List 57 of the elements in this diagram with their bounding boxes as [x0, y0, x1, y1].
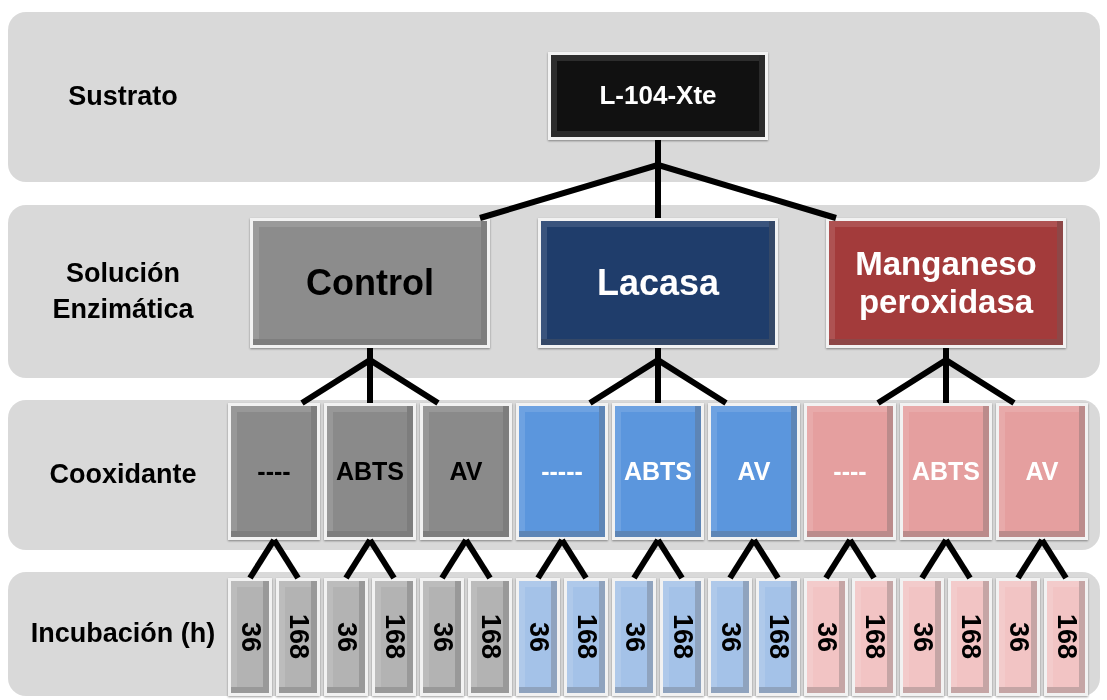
row-label: Cooxidante — [48, 458, 198, 492]
connector-line — [559, 538, 589, 580]
row-band — [8, 12, 1100, 182]
connector-line — [343, 538, 373, 580]
connector-line — [439, 538, 469, 580]
incubation-box: 36 — [612, 578, 656, 696]
incubation-box: 168 — [372, 578, 416, 696]
cooxidant-box: ABTS — [324, 403, 416, 540]
row-label: Incubación (h) — [29, 617, 217, 651]
cooxidant-box: AV — [420, 403, 512, 540]
connector-line — [1039, 538, 1069, 580]
connector-line — [463, 538, 493, 580]
incubation-box: 168 — [756, 578, 800, 696]
cooxidant-box: ---- — [804, 403, 896, 540]
incubation-box: 168 — [468, 578, 512, 696]
incubation-box: 168 — [276, 578, 320, 696]
row-band — [8, 205, 1100, 378]
incubation-box: 36 — [420, 578, 464, 696]
incubation-box: 168 — [948, 578, 992, 696]
enzyme-box: Manganeso peroxidasa — [826, 218, 1066, 348]
connector-line — [631, 538, 661, 580]
incubation-box: 168 — [1044, 578, 1088, 696]
incubation-box: 36 — [516, 578, 560, 696]
row-label: Solución Enzimática — [51, 257, 195, 326]
incubation-box: 36 — [708, 578, 752, 696]
cooxidant-box: AV — [996, 403, 1088, 540]
cooxidant-box: ---- — [228, 403, 320, 540]
connector-line — [1015, 538, 1045, 580]
connector-line — [943, 538, 973, 580]
incubation-box: 36 — [804, 578, 848, 696]
row-label: Sustrato — [67, 80, 179, 114]
row-band — [8, 400, 1100, 550]
connector-line — [535, 538, 565, 580]
connector-line — [727, 538, 757, 580]
row-band — [8, 572, 1100, 696]
enzyme-box: Control — [250, 218, 490, 348]
connector-line — [847, 538, 877, 580]
incubation-box: 36 — [228, 578, 272, 696]
connector-line — [919, 538, 949, 580]
cooxidant-box: ABTS — [900, 403, 992, 540]
connector-line — [247, 538, 277, 580]
connector-line — [823, 538, 853, 580]
incubation-box: 168 — [852, 578, 896, 696]
connector-line — [367, 538, 397, 580]
cooxidant-box: ABTS — [612, 403, 704, 540]
enzyme-box: Lacasa — [538, 218, 778, 348]
cooxidant-box: AV — [708, 403, 800, 540]
connector-line — [271, 538, 301, 580]
incubation-box: 168 — [564, 578, 608, 696]
incubation-box: 36 — [900, 578, 944, 696]
connector-line — [655, 538, 685, 580]
incubation-box: 36 — [324, 578, 368, 696]
cooxidant-box: ----- — [516, 403, 608, 540]
connector-line — [751, 538, 781, 580]
incubation-box: 168 — [660, 578, 704, 696]
substrate-box: L-104-Xte — [548, 52, 768, 140]
incubation-box: 36 — [996, 578, 1040, 696]
